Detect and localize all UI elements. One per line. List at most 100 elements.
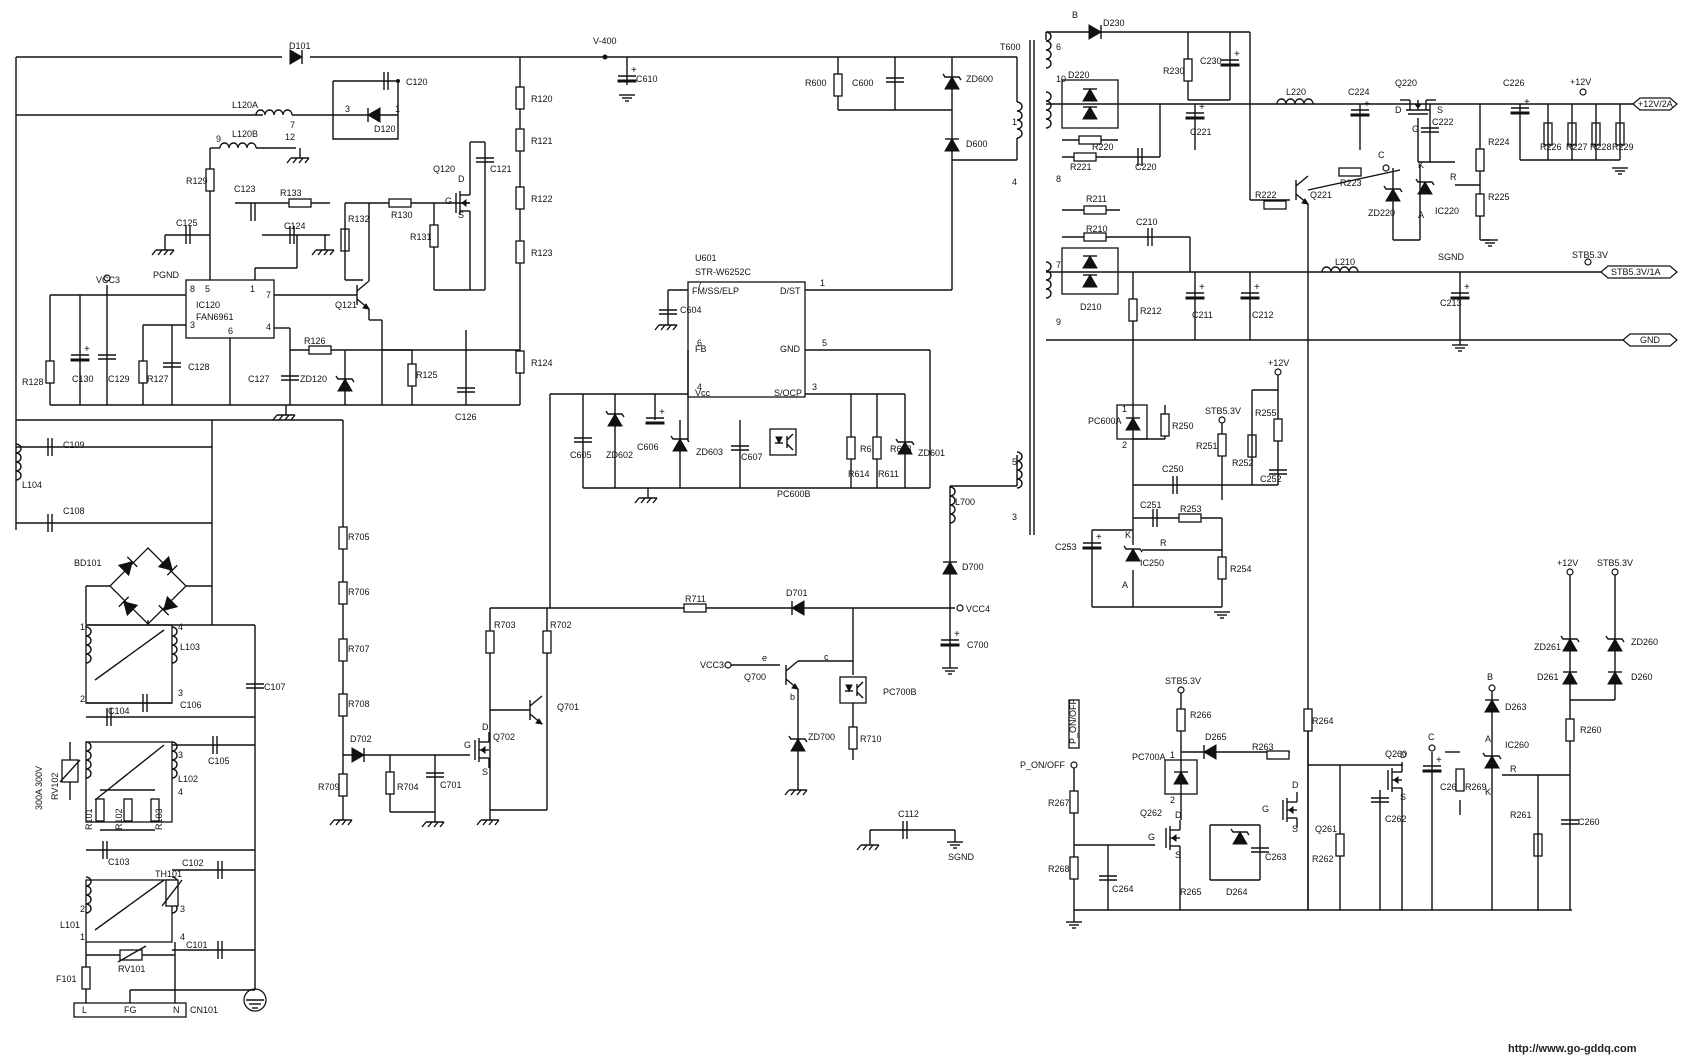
svg-text:e: e	[762, 653, 767, 663]
svg-text:D: D	[458, 174, 465, 184]
label-r702: R702	[550, 620, 572, 630]
label-c126: C126	[455, 412, 477, 422]
label-zd220: ZD220	[1368, 208, 1395, 218]
label-cn101: CN101	[190, 1005, 218, 1015]
label-c102: C102	[182, 858, 204, 868]
label-t600: T600	[1000, 42, 1021, 52]
label-d261: D261	[1537, 672, 1559, 682]
svg-text:9: 9	[1056, 317, 1061, 327]
label-d210: D210	[1080, 302, 1102, 312]
label-pc600b: PC600B	[777, 489, 811, 499]
label-c129: C129	[108, 374, 130, 384]
label-rv101: RV101	[118, 964, 145, 974]
svg-text:1: 1	[1170, 750, 1175, 760]
svg-text:K: K	[1485, 787, 1491, 797]
label-r255: R255	[1255, 408, 1277, 418]
label-pc700b: PC700B	[883, 687, 917, 697]
label-r264: R264	[1312, 716, 1334, 726]
label-zd603: ZD603	[696, 447, 723, 457]
svg-text:8: 8	[190, 284, 195, 294]
label-c121: C121	[490, 164, 512, 174]
output-tag-12v	[1632, 97, 1678, 111]
label-r129: R129	[186, 176, 208, 186]
label-r102: R102	[114, 808, 124, 830]
svg-text:1: 1	[1012, 117, 1017, 127]
u601-part: STR-W6252C	[695, 267, 752, 277]
label-r101: R101	[84, 808, 94, 830]
label-c263: C263	[1265, 852, 1287, 862]
label-l102: L102	[178, 774, 198, 784]
label-q701: Q701	[557, 702, 579, 712]
label-r222: R222	[1255, 190, 1277, 200]
label-d220: D220	[1068, 70, 1090, 80]
label-c252: C252	[1260, 474, 1282, 484]
label-c610: C610	[636, 74, 658, 84]
label-r227: R227	[1566, 142, 1588, 152]
label-c226: C226	[1503, 78, 1525, 88]
svg-text:2: 2	[80, 694, 85, 704]
svg-text:D: D	[1395, 105, 1402, 115]
label-r265: R265	[1180, 887, 1202, 897]
svg-text:3: 3	[180, 904, 185, 914]
label-r120: R120	[531, 94, 553, 104]
label-r252: R252	[1232, 458, 1254, 468]
label-zd700: ZD700	[808, 732, 835, 742]
svg-text:G: G	[445, 196, 452, 206]
label-c701: C701	[440, 780, 462, 790]
svg-text:4: 4	[1012, 177, 1017, 187]
svg-text:10: 10	[1056, 74, 1066, 84]
svg-text:7: 7	[697, 280, 702, 290]
label-q260: Q260	[1385, 749, 1407, 759]
svg-text:1: 1	[80, 932, 85, 942]
label-rv102-rating: 300A 300V	[34, 766, 44, 810]
label-r220: R220	[1092, 142, 1114, 152]
svg-text:1: 1	[1122, 404, 1127, 414]
label-pc600a: PC600A	[1088, 416, 1122, 426]
svg-text:3: 3	[178, 750, 183, 760]
label-c606: C606	[637, 442, 659, 452]
label-zd600: ZD600	[966, 74, 993, 84]
svg-text:S: S	[458, 210, 464, 220]
svg-text:K: K	[1125, 530, 1131, 540]
label-r250: R250	[1172, 421, 1194, 431]
svg-text:2: 2	[1170, 795, 1175, 805]
label-c108: C108	[63, 506, 85, 516]
u601-ref: U601	[695, 253, 717, 263]
label-r130: R130	[391, 210, 413, 220]
label-r268: R268	[1048, 864, 1070, 874]
label-r121: R121	[531, 136, 553, 146]
svg-text:5: 5	[822, 338, 827, 348]
output-tag-gnd	[1622, 333, 1678, 347]
svg-text:FM/SS/ELP: FM/SS/ELP	[692, 286, 739, 296]
label-r260: R260	[1580, 725, 1602, 735]
secondary-stb: R211 R210 C210 D210 C211 C212 L210 C213 …	[1046, 194, 1678, 619]
label-r269: R269	[1465, 782, 1487, 792]
svg-text:A: A	[1122, 580, 1128, 590]
svg-text:4: 4	[697, 382, 702, 392]
ponoff-connector[interactable]	[1068, 699, 1080, 749]
svg-text:3: 3	[190, 320, 195, 330]
label-c253: C253	[1055, 542, 1077, 552]
control-section: R264 P_ON/OFF P_ON/OFF R267 R268 C264 ST…	[1020, 558, 1658, 929]
label-c264: C264	[1112, 884, 1134, 894]
label-r708: R708	[348, 699, 370, 709]
label-zd602: ZD602	[606, 450, 633, 460]
svg-text:S: S	[1437, 105, 1443, 115]
u601-section: C610 R600 C600 ZD600 D600 U601 STR-W6252…	[550, 57, 1017, 504]
label-c128: C128	[188, 362, 210, 372]
label-r123: R123	[531, 248, 553, 258]
svg-text:1: 1	[395, 104, 400, 114]
node-12v-top: +12V	[1570, 77, 1591, 87]
svg-text:B: B	[1072, 10, 1078, 20]
ic120-part: FAN6961	[196, 312, 234, 322]
label-q220: Q220	[1395, 78, 1417, 88]
label-c112: C112	[898, 809, 919, 819]
label-d263: D263	[1505, 702, 1527, 712]
node-vcc4: VCC4	[966, 604, 990, 614]
svg-text:5: 5	[1012, 457, 1017, 467]
svg-text:D: D	[1175, 810, 1182, 820]
label-c130: C130	[72, 374, 94, 384]
label-zd601: ZD601	[918, 448, 945, 458]
node-pgnd: PGND	[153, 270, 180, 280]
label-r251: R251	[1196, 441, 1218, 451]
